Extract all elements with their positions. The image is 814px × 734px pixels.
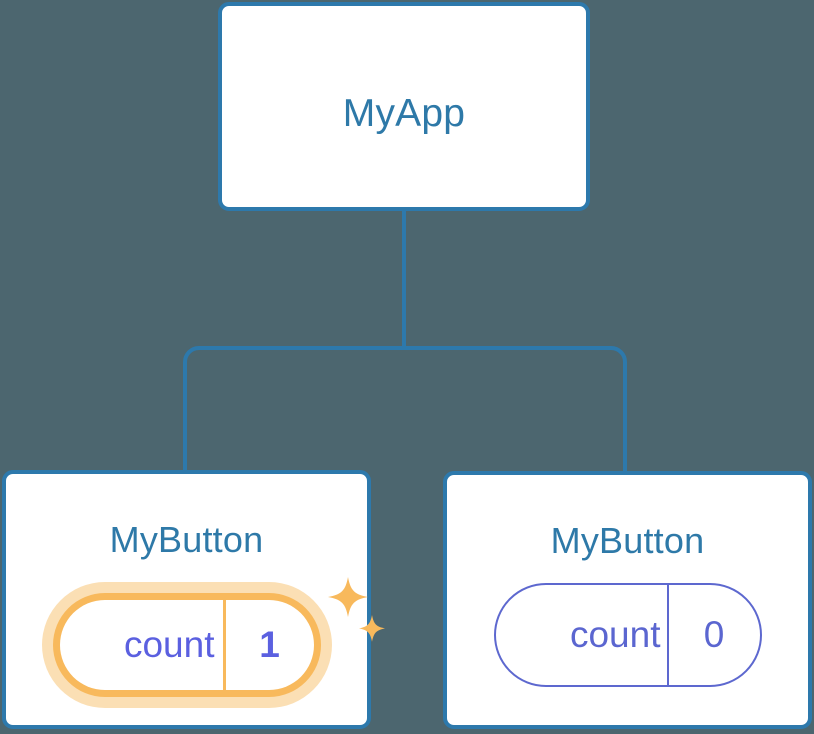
node-myapp[interactable]: MyApp [218,2,590,211]
node-mybutton-right[interactable]: MyButton count 0 [443,471,812,729]
node-myapp-title: MyApp [342,92,466,135]
connector-branch-right [404,346,627,471]
state-pill-left-wrap: count 1 [6,577,385,708]
node-mybutton-left-title: MyButton [109,519,264,560]
state-key-right: count [496,585,669,685]
sparkle-large-icon [327,577,368,617]
node-mybutton-right-title: MyButton [550,520,705,561]
connector-branch-left [183,346,404,470]
sparkles-group [327,577,385,642]
state-value-left: 1 [259,624,280,665]
state-pill-right-wrap: count 0 [447,583,808,687]
state-pill-right[interactable]: count 0 [493,583,762,687]
state-key-left: count [60,600,226,690]
state-pill-left-highlight-wrap: count 1 [41,577,385,708]
sparkle-small-icon [358,615,385,642]
state-value-right: 0 [703,614,725,655]
node-mybutton-left[interactable]: MyButton count 1 [2,470,385,729]
state-pill-left[interactable]: count 1 [59,600,314,690]
